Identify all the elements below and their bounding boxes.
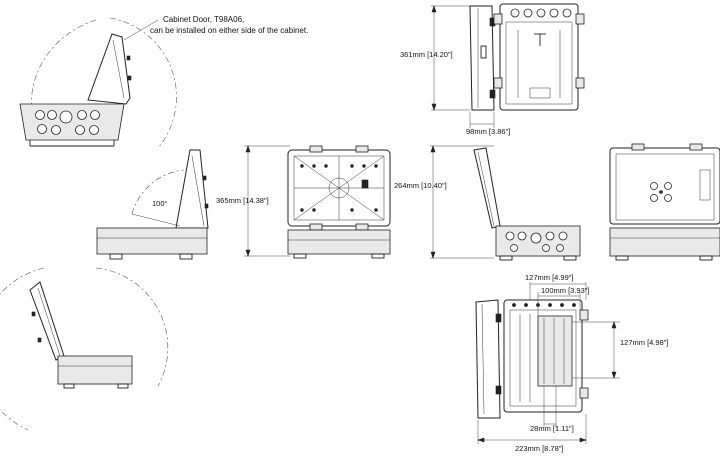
view-open-low [0, 267, 169, 431]
dimension-depth-side: 98mm [3.86"] [466, 127, 510, 136]
dimension-height-top: 365mm [14.38"] [216, 196, 269, 205]
angle-label: 100° [152, 199, 168, 208]
callout-line-2: can be installed on either side of the c… [150, 26, 308, 35]
callout-line-1: Cabinet Door, T98A06, [163, 15, 244, 24]
dimension-bottom-offset: 28mm [1.11"] [530, 424, 574, 433]
knockout-holes [35, 110, 100, 135]
view-side-profile: 361mm [14.20"] 98mm [3.86"] [400, 5, 510, 136]
dimension-panel-outer: 127mm [4.99"] [525, 273, 574, 282]
door-callout: Cabinet Door, T98A06, can be installed o… [123, 15, 308, 41]
view-front-open [493, 3, 585, 111]
dimension-width-overall: 223mm [8.78"] [515, 444, 564, 453]
dimension-panel-inner: 100mm [3.93"] [541, 286, 590, 295]
dimension-height-open: 264mm [10.40"] [394, 181, 447, 190]
view-side-open: 264mm [10.40"] [394, 145, 581, 261]
view-open-100-degree: 100° [96, 149, 209, 260]
dimension-height-front: 361mm [14.20"] [400, 50, 453, 59]
view-top-mounting: 365mm [14.38"] [216, 145, 391, 259]
view-internal-layout: 127mm [4.99"] 100mm [3.93"] 127mm [4.98"… [475, 273, 669, 453]
dimension-panel-height: 127mm [4.98"] [620, 338, 669, 347]
view-closed-front [609, 143, 720, 261]
view-open-door-swing [19, 17, 177, 149]
